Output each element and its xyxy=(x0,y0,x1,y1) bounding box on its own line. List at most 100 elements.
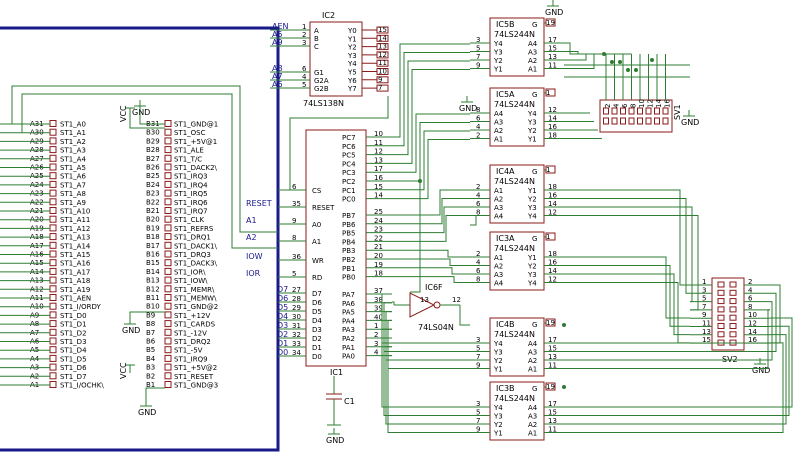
buffer-value: 74LS244N xyxy=(494,177,535,186)
st1-pin-number: B23 xyxy=(146,190,160,198)
ic2-pin-label: G2B xyxy=(314,85,329,93)
ic1-pin-label: PB4 xyxy=(342,238,356,246)
ic1-pin-number: 32 xyxy=(292,331,301,339)
ic1-pin-label: PA4 xyxy=(342,317,356,325)
sv2-pad xyxy=(717,314,725,321)
buffer-name: IC5A xyxy=(496,90,515,99)
gnd-label-ic5b: GND xyxy=(545,8,563,17)
wire xyxy=(383,337,470,416)
buffer-pin-label: Y2 xyxy=(527,127,537,135)
buffer-pin-number: 5 xyxy=(476,345,480,353)
buffer-value: 74LS244N xyxy=(494,100,535,109)
sv2-pin-number: 9 xyxy=(702,311,706,319)
buffer-pin-number: 6 xyxy=(476,200,481,208)
st1-pin-pad xyxy=(164,354,172,362)
buffer-pin-label: Y1 xyxy=(527,136,537,144)
sv1-pad xyxy=(611,107,618,115)
gnd-label-ic5a: GND xyxy=(459,104,477,113)
ic1-pin-number: 9 xyxy=(292,217,296,225)
buffer-pin-number: 15 xyxy=(548,45,557,53)
sv2-pin-number: 8 xyxy=(748,303,752,311)
wire xyxy=(392,130,470,191)
buffer-pin-label: A4 xyxy=(494,280,504,288)
st1-pin-pad xyxy=(49,285,57,293)
sv1-pad xyxy=(620,107,626,115)
buffer-pin-number: 17 xyxy=(548,400,557,408)
buffer-pin-number: 15 xyxy=(548,409,557,417)
ic1-pin-number: 20 xyxy=(374,252,383,260)
ic1-pin-label: PC3 xyxy=(342,169,356,177)
wire xyxy=(129,116,165,129)
buffer-body xyxy=(489,231,545,291)
gnd-label-top: GND xyxy=(132,108,150,117)
buffer-pin-label: A1 xyxy=(494,254,503,262)
st1-pin-pad xyxy=(164,207,172,214)
sv2-pin-number: 2 xyxy=(748,278,752,286)
ic1-net-label: D5 xyxy=(277,303,288,312)
ic1-net-label: A1 xyxy=(246,216,257,225)
st1-pin-label: ST1_I/OCHK\ xyxy=(60,382,104,390)
ic1-pin-number: 6 xyxy=(292,183,297,191)
wire xyxy=(564,342,784,433)
wire xyxy=(459,305,470,326)
isa-bus-frame xyxy=(0,26,280,452)
st1-pin-label: ST1_MEMR\ xyxy=(174,286,215,294)
buffer-pin-number: 3 xyxy=(476,400,480,408)
sv1-pad xyxy=(645,107,652,115)
ic2-value: 74LS138N xyxy=(303,99,344,108)
sv2-pin-number: 3 xyxy=(702,286,706,294)
st1-pin-label: ST1_+12V xyxy=(174,312,210,320)
buffer-pin-label: Y2 xyxy=(493,357,503,365)
buffer-pin-label: A1 xyxy=(494,136,503,144)
st1-pin-label: ST1_ALE xyxy=(174,147,204,155)
sv2-pin-number: 11 xyxy=(702,320,711,328)
gnd-label-c1: GND xyxy=(326,436,344,445)
st1-pin-pad xyxy=(49,267,57,275)
wire xyxy=(392,139,470,200)
st1-pin-number: B29 xyxy=(146,137,160,145)
buffer-pin-number: 4 xyxy=(476,192,481,200)
st1-pin-pad xyxy=(49,198,57,206)
wire xyxy=(387,319,470,369)
st1-pin-pad xyxy=(164,363,172,371)
ic1-pin-label: PB7 xyxy=(342,212,355,220)
wire xyxy=(139,106,165,125)
st1-pin-label: ST1_I/ORDY xyxy=(60,303,101,311)
st1-pin-label: ST1_DACK2\ xyxy=(174,164,218,172)
ic2-net-label: A9 xyxy=(272,38,283,47)
ic1-pin-number: 17 xyxy=(374,165,383,173)
st1-pin-pad xyxy=(49,259,57,267)
buffer-pin-number: 15 xyxy=(548,345,557,353)
ic1-pin-number: 1 xyxy=(374,322,378,330)
ic1-pin-number: 39 xyxy=(374,305,383,313)
buffer-pin-number: 13 xyxy=(548,417,557,425)
ic2-pin-label: B xyxy=(314,35,319,43)
buffer-value: 74LS244N xyxy=(494,244,535,253)
ic1-pin-label: D5 xyxy=(312,308,322,316)
wire xyxy=(392,276,470,283)
buffer-pin-number: 11 xyxy=(548,362,557,370)
wire xyxy=(11,85,278,233)
ic1-pin-label: PB0 xyxy=(342,274,355,282)
st1-pin-label: ST1_A13 xyxy=(60,234,90,242)
st1-pin-pad xyxy=(49,302,57,310)
wire xyxy=(564,301,773,361)
ic1-pin-number: 10 xyxy=(374,130,383,138)
st1-pin-number: B25 xyxy=(146,172,160,180)
buffer-enable-pin: 19 xyxy=(546,383,555,391)
buffer-pin-number: 9 xyxy=(476,62,480,70)
sv2-pad xyxy=(717,298,725,305)
buffer-pin-label: A4 xyxy=(494,213,504,221)
st1-pin-pad xyxy=(164,215,172,223)
wire xyxy=(21,93,278,249)
st1-pin-label: ST1_A5 xyxy=(60,164,86,172)
ic1-pin-number: 38 xyxy=(374,296,383,304)
wiring xyxy=(11,42,793,433)
buffer-name: IC4A xyxy=(496,167,515,176)
sv1-pin-number: 16 xyxy=(664,99,672,108)
st1-pin-number: B18 xyxy=(146,233,160,241)
